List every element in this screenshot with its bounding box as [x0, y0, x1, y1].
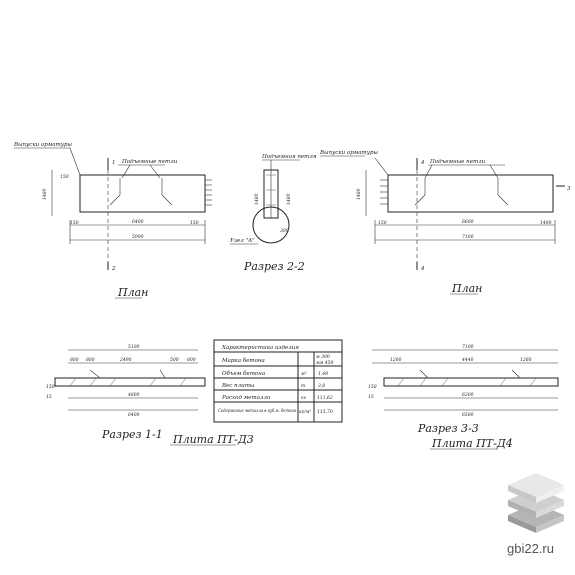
s11-dim-c: 2490 [119, 357, 132, 363]
section22-loops-label: Подъемная петля [261, 154, 317, 160]
section-3-3: 7100 1260 4440 1260 150 15 6200 6500 Раз… [368, 344, 559, 450]
section-1-1: 5100 880 880 2490 500 800 150 15 4800 64… [46, 344, 254, 446]
dim-total: 5900 [132, 234, 144, 240]
spec-row-name: Вес плиты [221, 383, 255, 389]
slab-section-11 [54, 377, 206, 387]
s11-dim-b: 880 [86, 357, 95, 363]
section-mark-2: 2 [111, 266, 116, 272]
plan-right-mark-top: 4 [420, 160, 425, 166]
spec-row-value: 111,62 [317, 395, 333, 401]
s33-product: Плита ПТ-Д4 [431, 437, 513, 450]
section22-dim-right: 1480 [286, 193, 292, 205]
s11-dim-bottom2: 6400 [128, 412, 140, 418]
plan-left: Выпуски арматуры Подъемные петли 1 2 148… [13, 142, 212, 299]
plan-right-mark-bottom: 4 [420, 266, 425, 272]
dim-side-top: 150 [60, 174, 69, 180]
s11-title: Разрез 1-1 [101, 428, 163, 441]
s33-dim-total: 7100 [462, 344, 474, 350]
s11-dim-left: 150 [46, 384, 55, 390]
s33-dim-b: 4440 [461, 357, 474, 363]
section-mark-1: 1 [112, 160, 116, 166]
slab-section-33 [383, 377, 559, 387]
plan-right-dim-side: 150 [378, 220, 387, 226]
s11-dim-e: 800 [187, 357, 196, 363]
section22-title: Разрез 2-2 [243, 260, 305, 273]
plan-right-mark-side: 3 [567, 186, 571, 192]
spec-row-unit: кг/м³ [299, 409, 311, 415]
spec-header: Характеристика изделия [221, 345, 299, 351]
s33-dim-left2: 15 [368, 394, 374, 400]
spec-row-name: Объем бетона [222, 370, 265, 377]
slab-plan-right [387, 174, 554, 213]
s11-product: Плита ПТ-Д3 [172, 433, 254, 446]
s33-dim-left: 150 [368, 384, 377, 390]
outlets-label: Выпуски арматуры [13, 142, 72, 148]
watermark-logo [508, 473, 564, 533]
s33-dim-bottom2: 6500 [462, 412, 474, 418]
s11-dim-a: 880 [70, 357, 79, 363]
plan-right-dim-width: 1480 [356, 188, 362, 200]
section22-dim-bottom: 300 [280, 228, 289, 234]
section22-dim-left: 1480 [254, 193, 260, 205]
plan-right-dim-inner: 6600 [462, 219, 474, 225]
section-2-2: Подъемная петля Выпуски арматуры 1480 14… [230, 150, 378, 273]
spec-row-name: Расход металла [221, 395, 270, 401]
s11-dim-bottom: 4800 [127, 392, 140, 398]
spec-row-value: 3,8 [318, 383, 325, 389]
spec-row-name: Марка бетона [221, 357, 265, 364]
spec-row-unit: кг [301, 396, 307, 401]
spec-row-value: 1,48 [318, 371, 328, 377]
plan-right-title: План [451, 282, 482, 295]
s33-dim-a: 1260 [390, 357, 402, 363]
s11-dim-total: 5100 [128, 344, 140, 350]
s33-dim-bottom: 6200 [462, 392, 474, 398]
plan-right-dim-total: 7100 [462, 234, 474, 240]
node-a-circle [252, 206, 290, 244]
node-a-label: Узел "А" [230, 238, 255, 244]
plan-right: Подъемные петли 4 4 3 1480 150 6600 1 [356, 157, 571, 295]
loops-label: Подъемные петли [121, 159, 178, 165]
spec-row-name: Содержание металла в куб.м. бетона [218, 407, 296, 414]
dim-width: 1480 [42, 188, 48, 200]
dim-right: 150 [190, 220, 199, 226]
plan-right-dim-right: 1480 [540, 220, 552, 226]
s33-dim-c: 1260 [520, 357, 532, 363]
dim-inner: 6400 [132, 219, 144, 225]
spec-table: Характеристика изделия м 300 мм 450 Марк… [213, 339, 343, 423]
slab-plan-left [79, 174, 206, 213]
spec-row-unit: т [301, 384, 305, 389]
plan-left-title: План [117, 286, 148, 299]
dim-left-150: 150 [70, 220, 79, 226]
watermark-site: gbi22.ru [507, 541, 554, 556]
s33-title: Разрез 3-3 [417, 422, 479, 435]
s11-dim-d: 500 [170, 357, 179, 363]
plan-right-loops-label: Подъемные петли [429, 159, 486, 165]
spec-col-head1: м 300 [316, 354, 330, 360]
section22-outlets-label: Выпуски арматуры [319, 150, 378, 156]
spec-row-unit: м³ [301, 371, 307, 377]
s11-dim-left2: 15 [46, 394, 52, 400]
spec-row-value: 115,70 [317, 409, 333, 415]
spec-col-head2: мм 450 [316, 360, 334, 366]
